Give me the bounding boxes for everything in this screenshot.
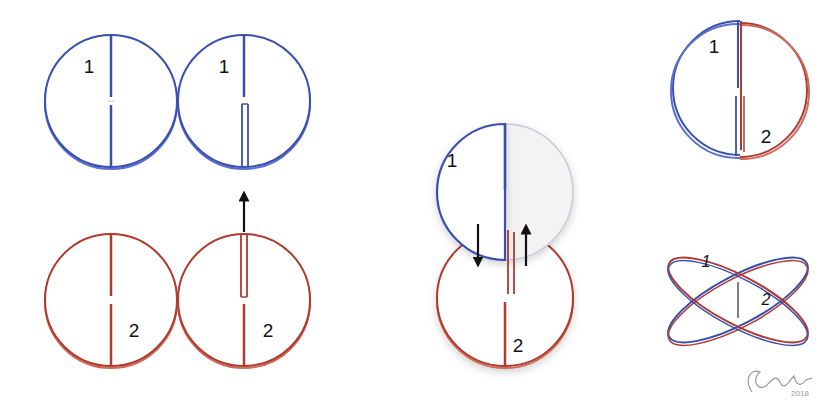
signature-year: 2018 xyxy=(791,390,809,398)
callout-number: 2 xyxy=(762,292,771,308)
callout-number: 1 xyxy=(702,254,711,270)
crossed-discs xyxy=(658,242,818,361)
callout-number: 2 xyxy=(129,321,140,340)
move-arrow xyxy=(243,196,245,232)
callout-number: 1 xyxy=(84,57,95,76)
callout-number: 1 xyxy=(709,37,720,56)
blue-disc-slotted xyxy=(178,35,310,169)
move-arrow xyxy=(525,229,527,266)
move-arrow xyxy=(477,224,479,262)
callout-number: 2 xyxy=(761,127,772,146)
callout-number: 1 xyxy=(447,151,458,170)
slot-gap xyxy=(508,230,514,294)
interlocked-discs xyxy=(671,21,809,159)
callout-number: 2 xyxy=(513,336,524,355)
callout-number: 1 xyxy=(219,57,230,76)
blue-disc-sliding xyxy=(437,124,573,260)
callout-number: 2 xyxy=(263,321,274,340)
red-disc-slotted xyxy=(178,234,310,368)
signature xyxy=(748,371,812,392)
blue-disc xyxy=(45,35,177,169)
red-disc xyxy=(45,234,177,368)
